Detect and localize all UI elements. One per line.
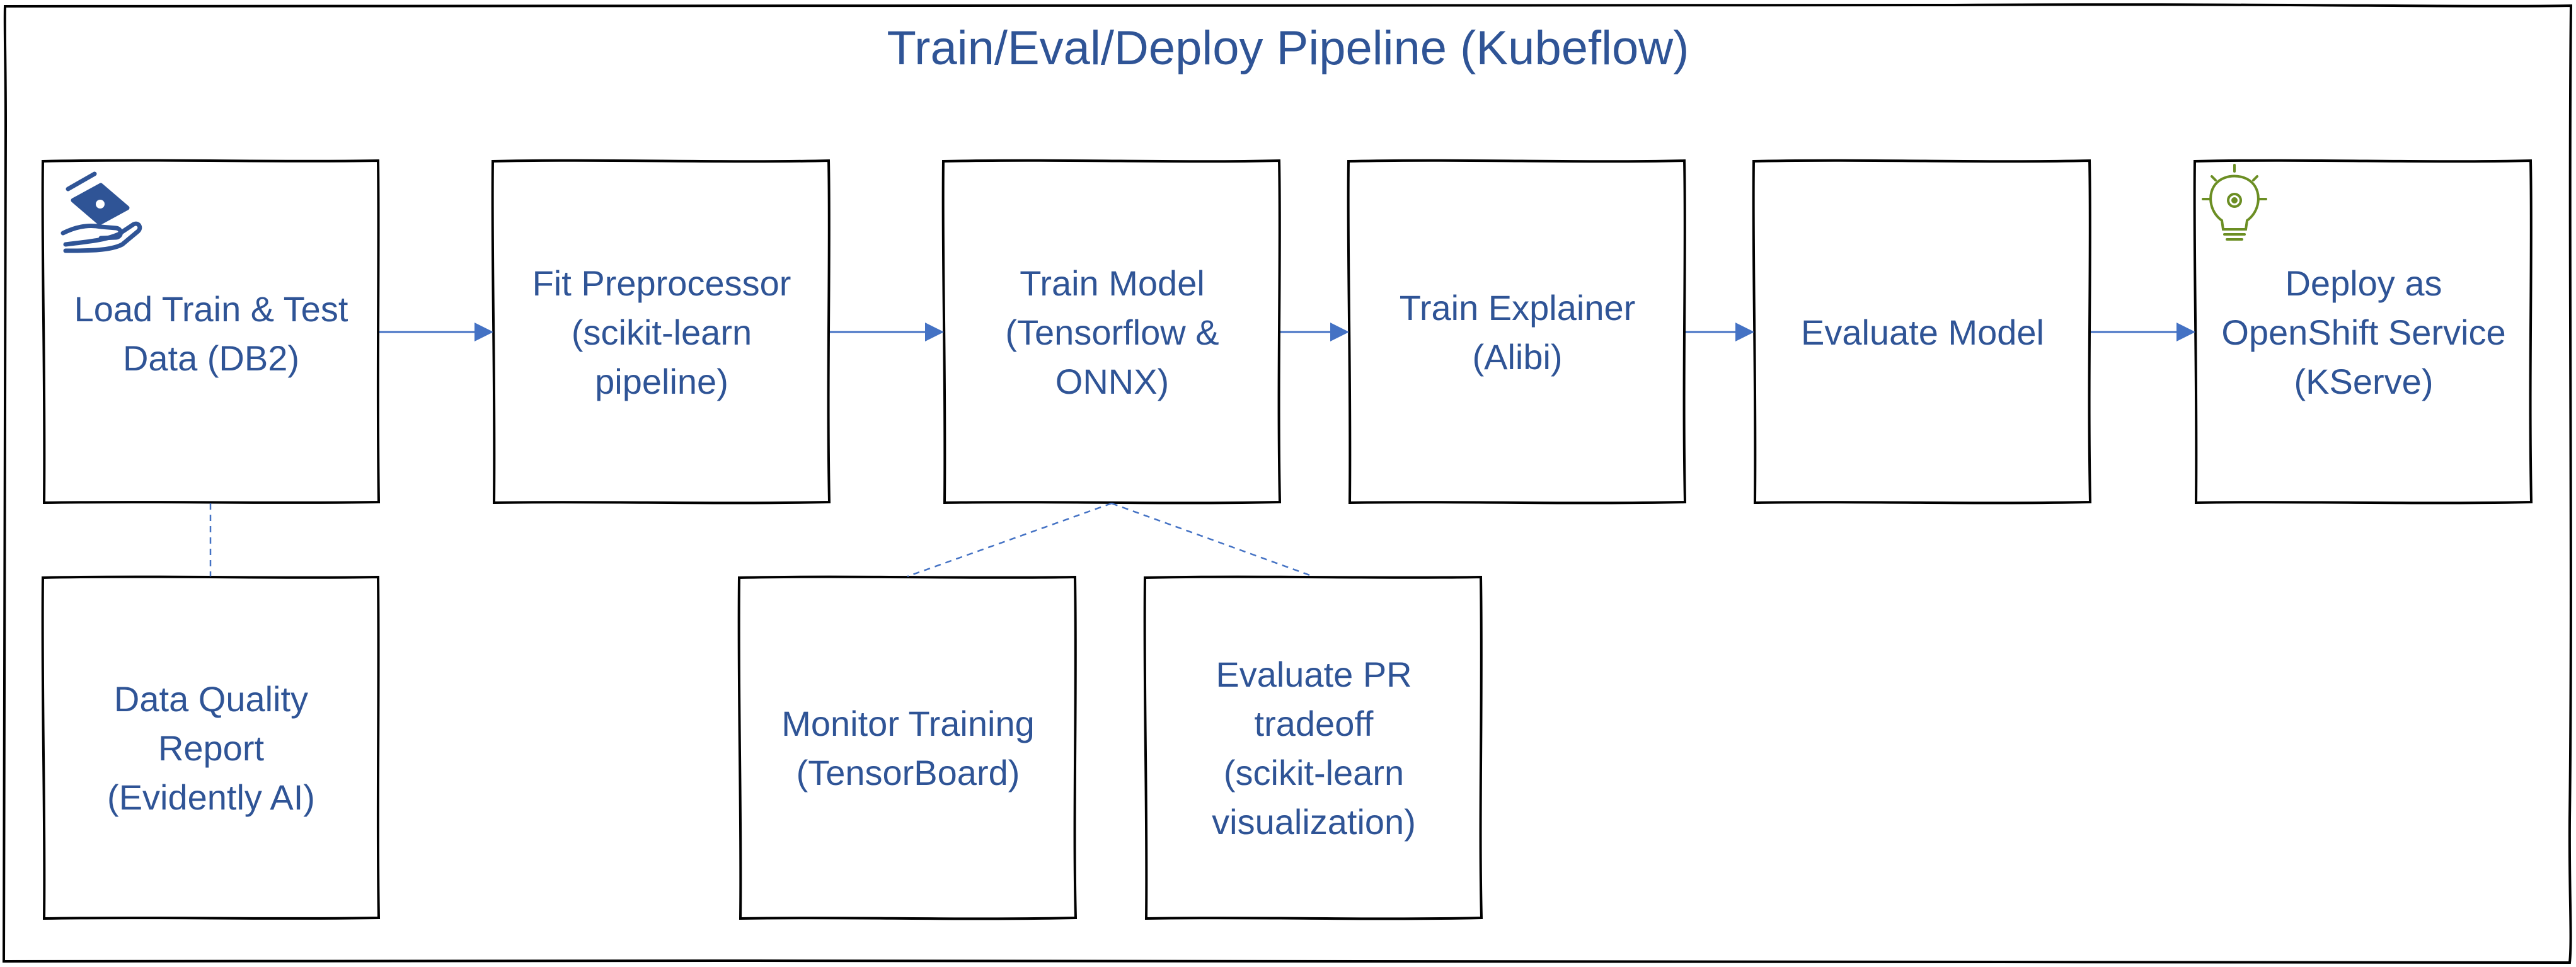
node-deploy-service: Deploy as OpenShift Service (KServe) [2221, 263, 2506, 401]
box-train [941, 159, 1282, 505]
node-evaluate-model: Evaluate Model [1800, 312, 2044, 352]
node-train-explainer: Train Explainer (Alibi) [1399, 288, 1636, 377]
dashed-connectors [209, 502, 1314, 578]
box-quality [41, 575, 381, 920]
node-train-model: Train Model (Tensorflow & ONNX) [1005, 263, 1219, 401]
boxes [41, 159, 2533, 920]
node-fit-preprocessor: Fit Preprocessor (scikit-learn pipeline) [532, 263, 791, 401]
node-load-train-test-data: Load Train & Test Data (DB2) [74, 289, 348, 378]
connector-train-monitor [907, 502, 1112, 578]
node-monitor-training: Monitor Training (TensorBoard) [781, 704, 1035, 792]
box-pr [1143, 575, 1483, 920]
box-deploy [2193, 159, 2533, 505]
node-evaluate-pr-tradeoff: Evaluate PR tradeoff (scikit-learn visua… [1212, 655, 1416, 842]
connector-train-pr [1111, 502, 1314, 578]
box-monitor [737, 575, 1078, 920]
box-evaluate [1752, 159, 2092, 505]
box-fit [491, 159, 831, 505]
hand-holding-money-icon [60, 171, 142, 253]
diagram-title: Train/Eval/Deploy Pipeline (Kubeflow) [887, 21, 1689, 75]
box-load [41, 159, 381, 505]
box-explainer [1347, 159, 1687, 505]
lightbulb-gear-icon [2202, 164, 2267, 241]
node-data-quality-report: Data Quality Report (Evidently AI) [107, 679, 315, 817]
outer-frame [2, 3, 2573, 964]
